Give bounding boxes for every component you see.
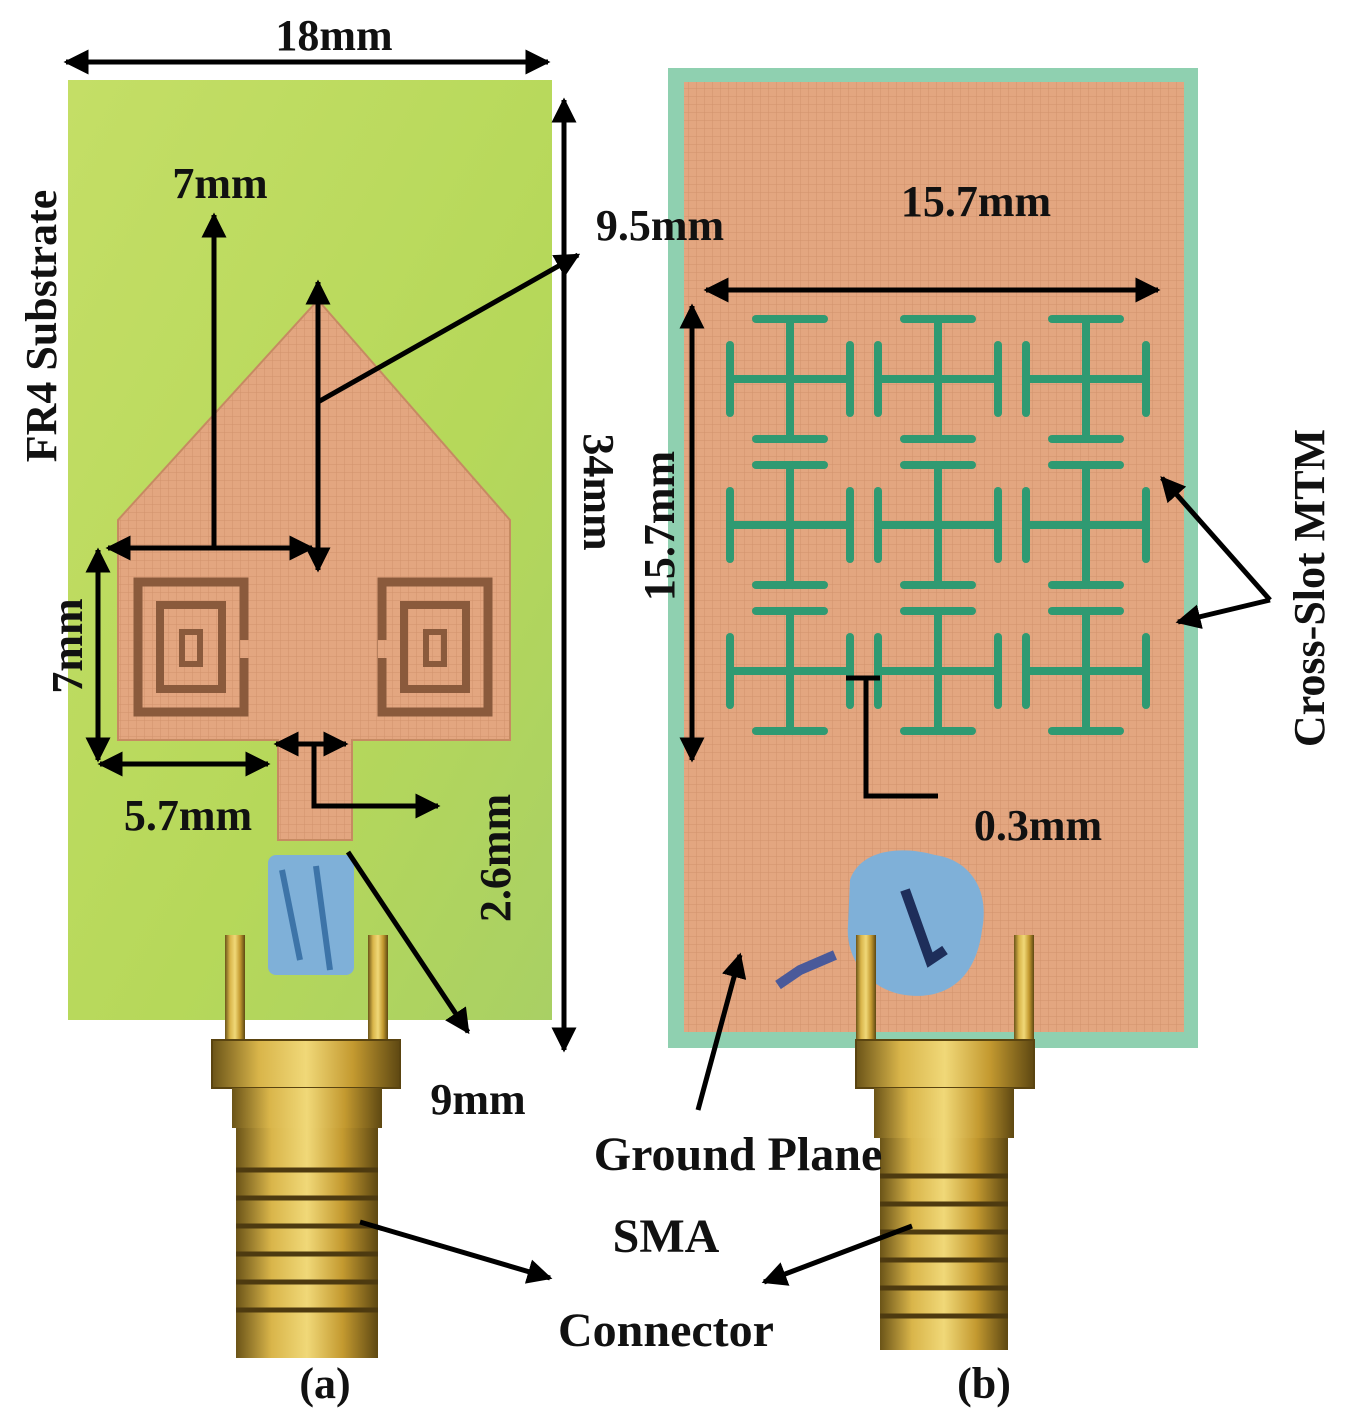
ground-plane-leader xyxy=(695,952,747,1111)
label-mtm-width: 15.7mm xyxy=(901,177,1051,226)
mtm-leader-1 xyxy=(1160,476,1272,602)
label-srr-height: 7mm xyxy=(43,598,92,693)
label-connector-line1: SMA xyxy=(613,1210,720,1263)
label-mtm-height: 15.7mm xyxy=(635,451,684,601)
label-ground-plane: Ground Plane xyxy=(594,1128,883,1181)
cross-slot-mtm-grid xyxy=(726,315,1150,735)
label-substrate: FR4 Substrate xyxy=(17,190,66,463)
dimension-arrows xyxy=(63,49,1272,1286)
label-srr-width: 5.7mm xyxy=(124,791,252,840)
label-slot-width: 0.3mm xyxy=(974,801,1102,850)
panel-b xyxy=(668,68,1198,1350)
label-left-height: 34mm xyxy=(574,433,623,550)
mtm-leader-2 xyxy=(1175,597,1271,629)
panel-a xyxy=(68,80,552,1358)
label-mtm-name: Cross-Slot MTM xyxy=(1285,429,1334,747)
label-feed-width: 2.6mm xyxy=(471,794,520,922)
label-left-width: 18mm xyxy=(275,11,392,60)
sma-connector-b xyxy=(775,850,1035,1350)
left-srr xyxy=(133,577,250,717)
sma-connector-a xyxy=(211,855,401,1358)
labels: 18mm FR4 Substrate 7mm 9.5mm 34mm 7mm 5.… xyxy=(17,11,1334,1408)
label-tip-height: 9.5mm xyxy=(596,201,724,250)
label-feed-length: 9mm xyxy=(430,1075,525,1124)
right-srr xyxy=(377,577,493,717)
label-connector-line2: Connector xyxy=(558,1304,774,1357)
feed-width-leader xyxy=(311,746,441,819)
connector-leader-a xyxy=(359,1219,553,1284)
caption-a: (a) xyxy=(299,1359,350,1408)
connector-leader-b xyxy=(761,1223,913,1286)
slot-width-leader xyxy=(846,675,938,799)
caption-b: (b) xyxy=(957,1359,1011,1408)
feed-length-leader xyxy=(345,850,471,1035)
label-patch-width: 7mm xyxy=(172,159,267,208)
tip-height-leader xyxy=(316,252,581,405)
